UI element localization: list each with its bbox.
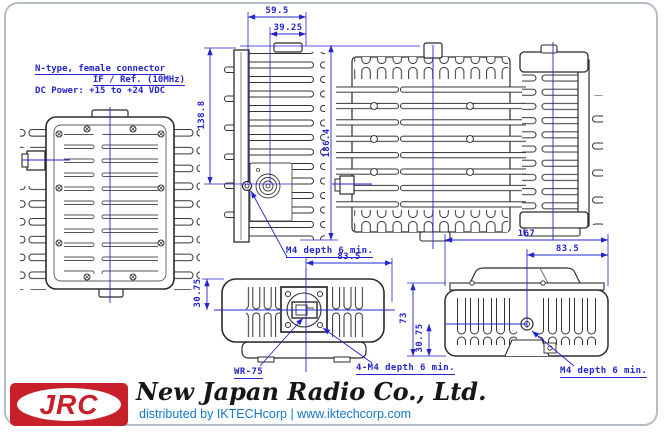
- front-right-fins: [174, 124, 200, 290]
- connector-note-line3: DC Power: +15 to +24 VDC: [35, 86, 166, 96]
- dim-30-75-bottom-label: 30.75: [193, 278, 203, 308]
- wr75-flange: [280, 286, 328, 333]
- company-name: New Japan Radio Co., Ltd.: [136, 377, 487, 406]
- rear-connector: [334, 175, 355, 195]
- connector-note-line1: N-type, female connector: [35, 64, 166, 75]
- jrc-logo-text: JRC: [39, 388, 99, 420]
- dimension-lines: [22, 12, 609, 372]
- top-foot: [504, 339, 550, 357]
- leader-m4-top: [531, 330, 575, 367]
- rear-comb-bottom: [354, 210, 508, 232]
- m4-hole-side: [241, 180, 253, 192]
- jrc-logo-oval: JRC: [17, 388, 121, 421]
- rear-comb-top: [354, 57, 508, 79]
- top-lid: [469, 267, 581, 284]
- leader-4-m4: [322, 327, 373, 364]
- leader-m4-side: [250, 190, 288, 258]
- bottom-skirt: [241, 341, 367, 359]
- connector-note: N-type, female connector IF / Ref. (10MH…: [35, 64, 197, 97]
- rear-view: [334, 42, 526, 242]
- side2-bottom-cap: [519, 211, 589, 229]
- dim-73-label: 73: [399, 312, 409, 324]
- dim-186-4-label: 186.4: [322, 128, 332, 158]
- bottom-view: [221, 278, 385, 363]
- side2-top-cap: [519, 51, 589, 73]
- m4-side-label: M4 depth 6 min.: [286, 246, 374, 258]
- connector-note-line2: IF / Ref. (10MHz): [92, 75, 185, 86]
- distributor-line: distributed by IKTECHcorp | www.iktechco…: [139, 407, 412, 421]
- rear-fins: [336, 78, 526, 212]
- side-view-right: [519, 44, 603, 237]
- dim-83-5-bottom-label: 83.5: [337, 252, 361, 262]
- front-left-fins: [20, 126, 46, 137]
- leader-wr75: [259, 317, 304, 367]
- m4-top-label: M4 depth 6 min.: [560, 366, 648, 378]
- n-type-connector: [21, 150, 46, 171]
- wr75-label: WR-75: [234, 367, 264, 379]
- front-inner-fins: [64, 134, 158, 274]
- 4-m4-label: 4-M4 depth 6 min.: [356, 363, 455, 375]
- dim-83-5-top-label: 83.5: [555, 244, 580, 254]
- side-view-left: [222, 42, 325, 243]
- side-spine: [233, 49, 250, 243]
- top-view: [444, 267, 609, 357]
- dim-138-8-label: 138.8: [197, 100, 207, 130]
- side-panel: [249, 162, 293, 222]
- side2-spine: [577, 59, 590, 227]
- dim-39-25-label: 39.25: [273, 23, 303, 33]
- dim-59-5-label: 59.5: [265, 6, 289, 16]
- jrc-logo: JRC: [10, 383, 128, 426]
- dim-30-75-top-label: 30.75: [415, 323, 425, 353]
- drawing-border: [4, 2, 658, 426]
- side2-fins: [522, 72, 580, 214]
- vent-feature: [255, 173, 281, 199]
- dim-167-label: 167: [517, 229, 536, 239]
